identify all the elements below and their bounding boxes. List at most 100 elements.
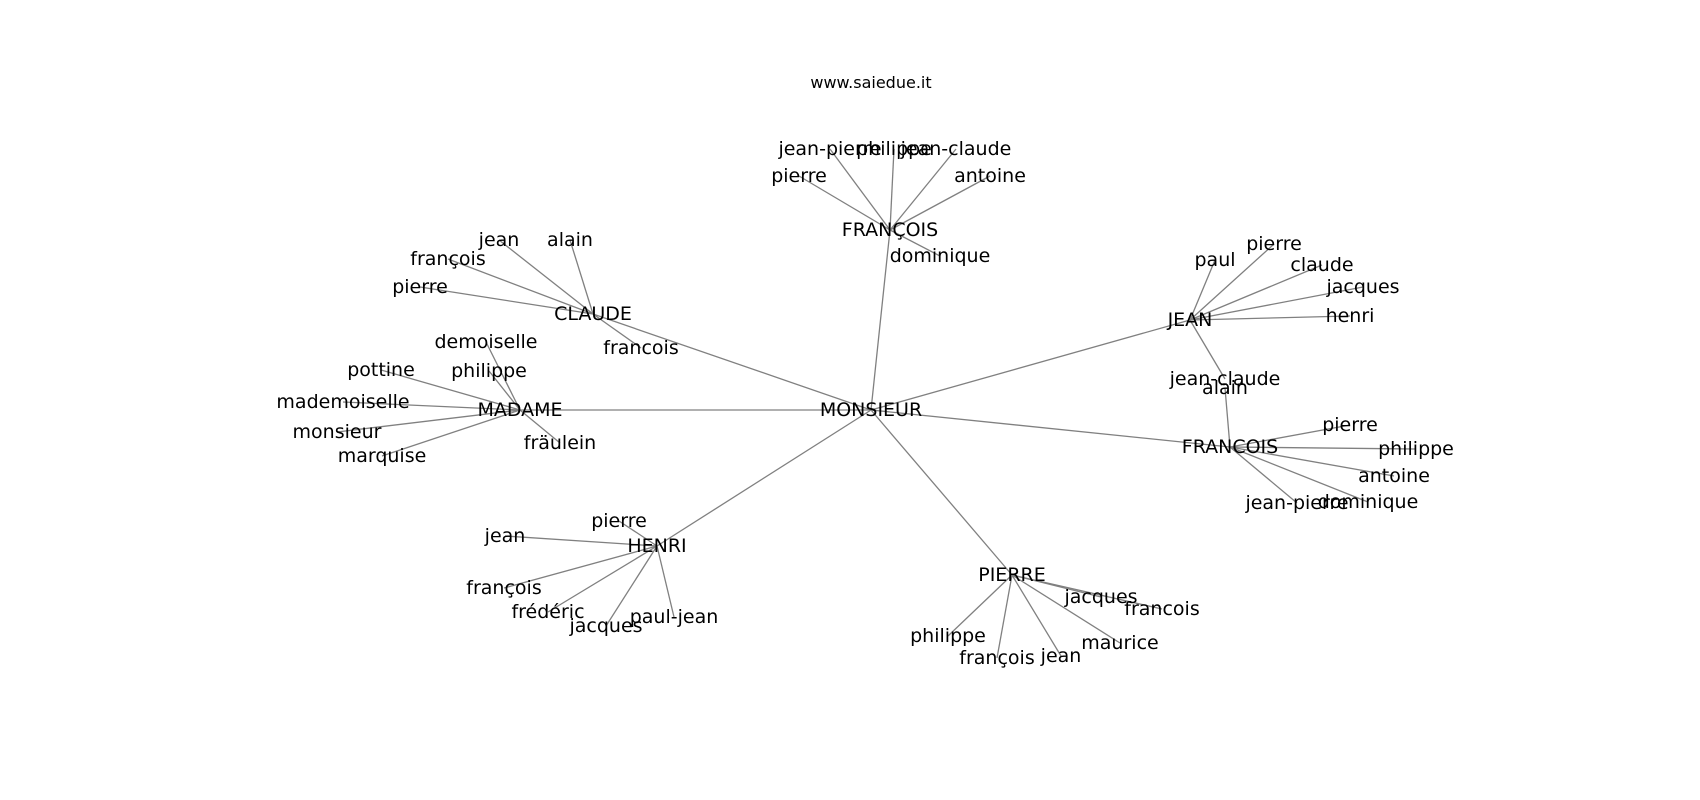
edge-madame-leaf-5 (381, 409, 521, 457)
hub-node-label: FRANÇOIS (842, 219, 938, 241)
leaf-node-label: jean-claude (1169, 368, 1281, 390)
edge-root-jean (870, 319, 1191, 411)
edge-pierre-leaf-3 (996, 574, 1013, 659)
edge-pierre-leaf-4 (1011, 574, 1062, 657)
leaf-node-label: antoine (1358, 465, 1430, 487)
leaf-node-label: pierre (771, 165, 827, 187)
edge-francois-upper-leaf-0 (1224, 387, 1231, 448)
edge-pierre-leaf-2 (947, 574, 1013, 637)
leaf-node-label: jean-claude (900, 138, 1012, 160)
edge-madame-leaf-1 (488, 370, 521, 411)
edge-francois-upper-leaf-3 (1229, 446, 1395, 477)
leaf-node-label: jean (478, 229, 520, 251)
edge-claude-leaf-0 (498, 239, 594, 315)
leaf-node-label: paul (1194, 249, 1235, 271)
hub-node-label: CLAUDE (554, 303, 632, 325)
leaf-node-label: maurice (1081, 632, 1158, 654)
leaf-node-label: alain (547, 229, 593, 251)
leaf-node-label: philippe (856, 138, 932, 160)
edge-henri-leaf-2 (503, 545, 658, 589)
edge-jean-leaf-3 (1189, 286, 1364, 321)
edge-henri-leaf-4 (605, 545, 658, 627)
edge-francois-accent-leaf-5 (889, 229, 941, 257)
hub-node-label: PIERRE (978, 564, 1045, 586)
edge-madame-leaf-3 (342, 401, 521, 411)
edge-jean-leaf-1 (1189, 243, 1275, 321)
leaf-node-label: pierre (392, 276, 448, 298)
edge-root-claude (592, 313, 872, 411)
leaf-node-label: françois (959, 647, 1034, 669)
leaf-node-label: antoine (954, 165, 1026, 187)
leaf-node-label: frédéric (511, 601, 584, 623)
edge-root-francois-accent (870, 229, 891, 411)
leaf-node-label: jean (1040, 645, 1082, 667)
edge-root-pierre (870, 409, 1013, 576)
edge-layer (336, 148, 1417, 659)
leaf-node-label: dominique (890, 245, 991, 267)
edge-henri-leaf-0 (618, 520, 658, 547)
root-node-label: MONSIEUR (820, 399, 922, 421)
edge-francois-accent-leaf-0 (829, 148, 891, 231)
hub-node-label: JEAN (1167, 309, 1213, 331)
leaf-node-label: paul-jean (630, 606, 719, 628)
edge-claude-leaf-4 (592, 313, 642, 349)
edge-claude-leaf-1 (569, 239, 594, 315)
edge-madame-leaf-0 (485, 341, 521, 411)
edge-francois-accent-leaf-4 (889, 175, 991, 231)
label-layer: jean alain françois pierre francois CLAUDE jea… (276, 138, 1453, 669)
leaf-node-label: philippe (910, 625, 986, 647)
leaf-node-label: francois (603, 337, 678, 359)
page-title: www.saiedue.it (810, 73, 931, 92)
leaf-node-label: pierre (1322, 414, 1378, 436)
leaf-node-label: philippe (451, 360, 527, 382)
leaf-node-label: jean (484, 525, 526, 547)
edge-francois-upper-leaf-2 (1229, 446, 1417, 450)
edge-francois-upper-leaf-1 (1229, 424, 1351, 448)
leaf-node-label: henri (1326, 305, 1375, 327)
edge-francois-accent-leaf-1 (889, 148, 895, 231)
leaf-node-label: philippe (1378, 438, 1454, 460)
edge-francois-accent-leaf-3 (798, 175, 891, 231)
leaf-node-label: marquise (338, 445, 427, 467)
leaf-node-label: jean-pierre (1244, 492, 1348, 514)
leaf-node-label: demoiselle (435, 331, 538, 353)
edge-jean-leaf-4 (1189, 315, 1351, 321)
edge-madame-leaf-2 (380, 369, 521, 411)
hub-node-label: MADAME (477, 399, 562, 421)
edge-henri-leaf-1 (504, 535, 658, 547)
edge-claude-leaf-3 (419, 286, 594, 315)
edge-madame-leaf-4 (336, 409, 521, 433)
leaf-node-label: françois (410, 248, 485, 270)
leaf-node-label: pottine (347, 359, 415, 381)
edge-claude-leaf-2 (447, 258, 594, 315)
edge-jean-leaf-0 (1189, 259, 1216, 321)
leaf-node-label: francois (1124, 598, 1199, 620)
hub-node-label: HENRI (627, 535, 686, 557)
leaf-node-label: jean-pierre (777, 138, 881, 160)
leaf-node-label: pierre (1246, 233, 1302, 255)
edge-henri-leaf-5 (656, 545, 675, 618)
leaf-node-label: jacques (1325, 276, 1399, 298)
leaf-node-label: françois (466, 577, 541, 599)
leaf-node-label: pierre (591, 510, 647, 532)
edge-pierre-leaf-5 (1011, 574, 1121, 644)
edge-francois-upper-leaf-5 (1229, 446, 1369, 503)
edge-root-henri (656, 409, 872, 547)
leaf-node-label: claude (1290, 254, 1353, 276)
leaf-node-label: monsieur (293, 421, 382, 443)
edge-francois-accent-leaf-2 (889, 148, 957, 231)
edge-henri-leaf-3 (547, 545, 658, 613)
hub-node-label: FRANCOIS (1182, 436, 1278, 458)
edge-pierre-leaf-1 (1011, 574, 1163, 610)
edge-madame-leaf-6 (519, 409, 561, 444)
leaf-node-label: mademoiselle (276, 391, 409, 413)
edge-root-francois-upper (870, 409, 1231, 448)
leaf-node-label: alain (1202, 377, 1248, 399)
edge-francois-upper-leaf-4 (1229, 446, 1298, 504)
leaf-node-label: jacques (568, 615, 642, 637)
leaf-node-label: dominique (1318, 491, 1419, 513)
edge-jean-leaf-2 (1189, 264, 1323, 321)
leaf-node-label: fräulein (524, 432, 596, 454)
